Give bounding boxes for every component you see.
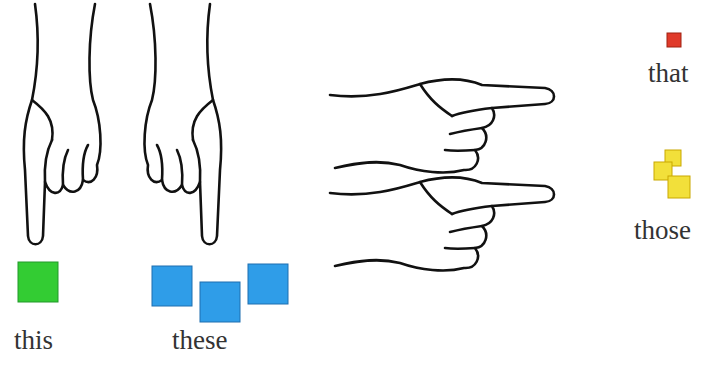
yellow-square bbox=[668, 176, 690, 198]
pointing-hand bbox=[330, 79, 554, 172]
demonstrative-label: these bbox=[172, 327, 227, 354]
pointing-hand bbox=[330, 177, 554, 270]
pointing-hand bbox=[24, 4, 101, 244]
blue-square bbox=[152, 266, 192, 306]
demonstrative-label: those bbox=[634, 217, 691, 244]
blue-square bbox=[200, 282, 240, 322]
green-square bbox=[18, 262, 58, 302]
red-square bbox=[667, 33, 681, 47]
demonstrative-label: this bbox=[14, 327, 53, 354]
demonstrative-label: that bbox=[648, 60, 689, 87]
pointing-hand bbox=[145, 4, 222, 244]
blue-square bbox=[248, 264, 288, 304]
